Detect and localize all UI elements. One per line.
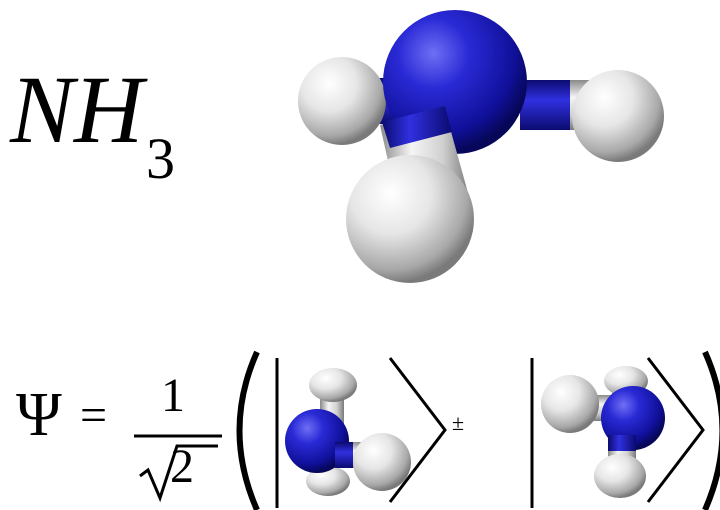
left-parenthesis — [236, 350, 260, 510]
formula-title: NH — [10, 56, 144, 163]
fraction-numerator: 1 — [161, 369, 185, 422]
plus-minus-sign: ± — [452, 410, 465, 435]
hydrogen-atom-left — [298, 57, 386, 145]
ket-2-angle — [646, 357, 705, 503]
psi-symbol: Ψ — [16, 381, 62, 449]
sqrt-radicand: 2 — [170, 440, 194, 493]
equals-sign: = — [80, 389, 108, 442]
ammonia-molecule-small-1 — [285, 368, 411, 496]
ammonia-molecule-small-2 — [541, 366, 665, 498]
ammonia-molecule-large — [298, 10, 664, 283]
right-parenthesis — [702, 350, 720, 510]
fraction — [134, 434, 222, 503]
ket-2 — [530, 357, 705, 508]
hydrogen-atom-right — [572, 70, 664, 162]
formula-subscript: 3 — [146, 126, 175, 191]
ket-1-angle — [388, 357, 447, 503]
ket-1 — [275, 357, 447, 508]
sqrt-symbol — [139, 444, 218, 503]
hydrogen-atom-bottom — [346, 155, 474, 283]
